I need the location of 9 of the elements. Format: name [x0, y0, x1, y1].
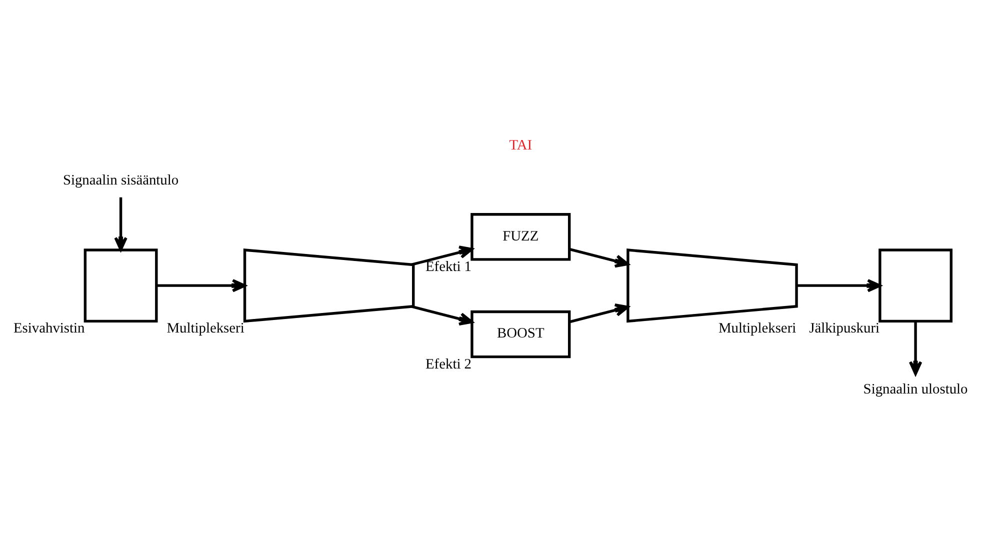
node-label: Multiplekseri [166, 320, 244, 336]
node-label: Jälkipuskuri [809, 320, 880, 336]
node-label: Efekti 1 [426, 258, 472, 274]
node-text: Signaalin sisääntulo [62, 172, 179, 188]
node-text: Signaalin ulostulo [863, 381, 968, 398]
node-label: Esivahvistin [14, 320, 85, 336]
node-label: Multiplekseri [718, 320, 796, 336]
node-label: Efekti 2 [426, 356, 472, 372]
label: TAI [509, 136, 532, 153]
